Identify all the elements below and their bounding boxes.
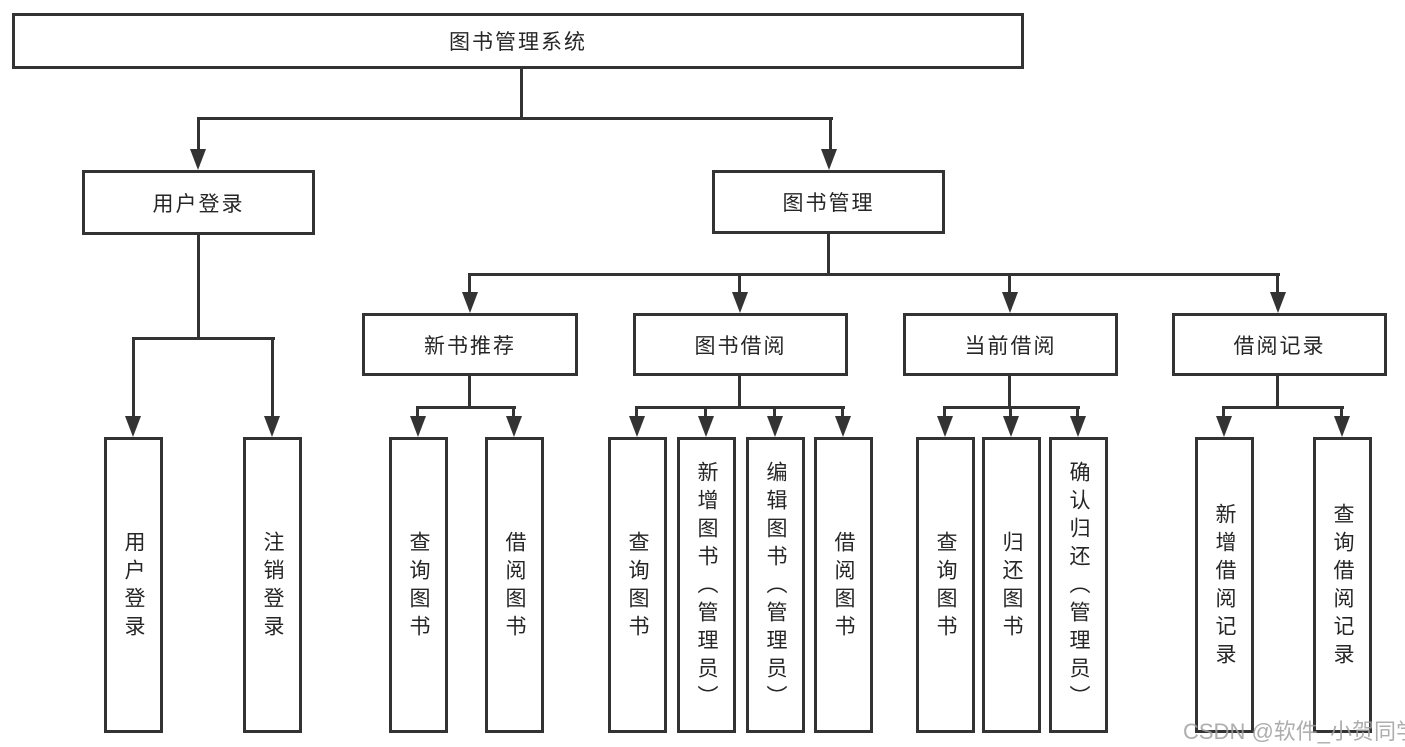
- node-current-borrowing: 当前借阅: [903, 313, 1118, 376]
- connector-arrowhead: [125, 416, 141, 437]
- connector-vline: [829, 120, 832, 152]
- connector-arrowhead: [462, 292, 478, 313]
- node-book-borrowing: 图书借阅: [633, 313, 848, 376]
- node-return-books: 归还图书: [982, 437, 1041, 733]
- node-query-books: 查询图书: [389, 437, 448, 733]
- node-add-books-admin: 新增图书（管理员）: [677, 437, 736, 733]
- connector-vline: [1276, 376, 1279, 406]
- connector-vline: [1340, 409, 1343, 418]
- node-user-login: 用户登录: [82, 170, 315, 235]
- connector-vline: [520, 69, 523, 117]
- connector-hline: [1222, 406, 1344, 409]
- connector-vline: [773, 409, 776, 418]
- node-add-borrow-record: 新增借阅记录: [1195, 437, 1254, 733]
- connector-vline: [1076, 409, 1079, 418]
- node-borrow-books: 借阅图书: [485, 437, 544, 733]
- connector-arrowhead: [767, 416, 783, 437]
- connector-vline: [738, 376, 741, 406]
- node-borrow-books: 借阅图书: [814, 437, 873, 733]
- connector-arrowhead: [821, 149, 837, 170]
- connector-hline: [468, 273, 1280, 276]
- connector-vline: [704, 409, 707, 418]
- connector-vline: [1009, 409, 1012, 418]
- node-logout: 注销登录: [243, 437, 302, 733]
- connector-arrowhead: [410, 416, 426, 437]
- connector-vline: [841, 409, 844, 418]
- node-user-login-leaf: 用户登录: [104, 437, 163, 733]
- connector-arrowhead: [732, 292, 748, 313]
- connector-hline: [943, 406, 1080, 409]
- node-borrowing-records: 借阅记录: [1172, 313, 1387, 376]
- connector-vline: [468, 376, 471, 406]
- connector-arrowhead: [1003, 416, 1019, 437]
- connector-vline: [635, 409, 638, 418]
- connector-vline: [738, 276, 741, 296]
- connector-arrowhead: [1334, 416, 1350, 437]
- connector-hline: [635, 406, 845, 409]
- connector-vline: [197, 120, 200, 152]
- connector-arrowhead: [1216, 416, 1232, 437]
- connector-vline: [132, 340, 135, 418]
- node-confirm-return-admin: 确认归还（管理员）: [1049, 437, 1108, 733]
- connector-vline: [416, 409, 419, 418]
- connector-arrowhead: [1070, 416, 1086, 437]
- connector-vline: [1276, 276, 1279, 296]
- connector-vline: [512, 409, 515, 418]
- connector-vline: [468, 276, 471, 296]
- connector-hline: [197, 117, 833, 120]
- connector-vline: [271, 340, 274, 418]
- connector-arrowhead: [1270, 292, 1286, 313]
- connector-vline: [1008, 376, 1011, 406]
- node-edit-books-admin: 编辑图书（管理员）: [746, 437, 805, 733]
- node-query-books: 查询图书: [608, 437, 667, 733]
- connector-arrowhead: [835, 416, 851, 437]
- connector-arrowhead: [506, 416, 522, 437]
- node-library-system: 图书管理系统: [12, 13, 1024, 69]
- connector-arrowhead: [698, 416, 714, 437]
- node-book-management: 图书管理: [712, 170, 945, 234]
- connector-vline: [197, 235, 200, 337]
- connector-vline: [943, 409, 946, 418]
- connector-arrowhead: [629, 416, 645, 437]
- connector-vline: [1222, 409, 1225, 418]
- connector-vline: [1008, 276, 1011, 296]
- csdn-watermark: CSDN @软件_小贺同学: [1183, 719, 1405, 744]
- connector-arrowhead: [190, 149, 206, 170]
- connector-hline: [416, 406, 516, 409]
- connector-hline: [132, 337, 275, 340]
- connector-arrowhead: [1002, 292, 1018, 313]
- node-query-books: 查询图书: [916, 437, 975, 733]
- connector-vline: [827, 234, 830, 273]
- node-new-book-recommendation: 新书推荐: [362, 313, 578, 376]
- connector-arrowhead: [937, 416, 953, 437]
- connector-arrowhead: [264, 416, 280, 437]
- node-query-borrow-record: 查询借阅记录: [1313, 437, 1372, 733]
